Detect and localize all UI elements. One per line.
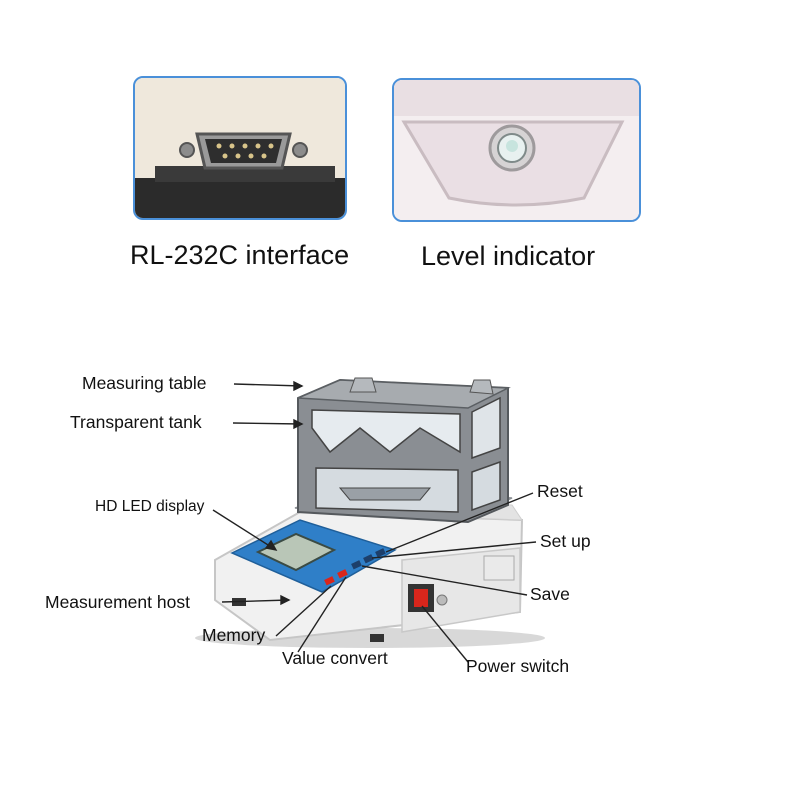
measurement-host-label: Measurement host bbox=[45, 592, 190, 612]
save-label: Save bbox=[530, 584, 570, 604]
rs232-photo bbox=[133, 76, 347, 220]
transparent-tank-label: Transparent tank bbox=[70, 412, 202, 432]
power-switch-label: Power switch bbox=[466, 656, 570, 676]
memory-button bbox=[324, 576, 335, 586]
measuring-table-illustration bbox=[297, 379, 511, 409]
led-display-screen bbox=[255, 532, 337, 572]
set-up-label: Set up bbox=[540, 531, 591, 551]
reset-label: Reset bbox=[537, 481, 583, 501]
value-convert-button bbox=[337, 569, 348, 579]
hd-led-display-label: HD LED display bbox=[95, 498, 205, 515]
level-indicator-photo bbox=[392, 78, 641, 222]
value-convert-label: Value convert bbox=[282, 648, 388, 668]
power-switch-illustration bbox=[414, 589, 428, 607]
level-indicator-caption: Level indicator bbox=[421, 241, 596, 271]
level-bubble-illustration bbox=[394, 80, 639, 220]
rs232-connector-illustration bbox=[135, 78, 345, 218]
save-button-illustration bbox=[351, 560, 362, 570]
measuring-table-label: Measuring table bbox=[82, 373, 207, 393]
reset-button-illustration bbox=[375, 548, 386, 558]
rs232-caption: RL-232C interface bbox=[130, 240, 350, 270]
memory-label: Memory bbox=[202, 625, 266, 645]
set-up-button-illustration bbox=[363, 554, 374, 564]
transparent-tank-illustration bbox=[311, 409, 461, 454]
